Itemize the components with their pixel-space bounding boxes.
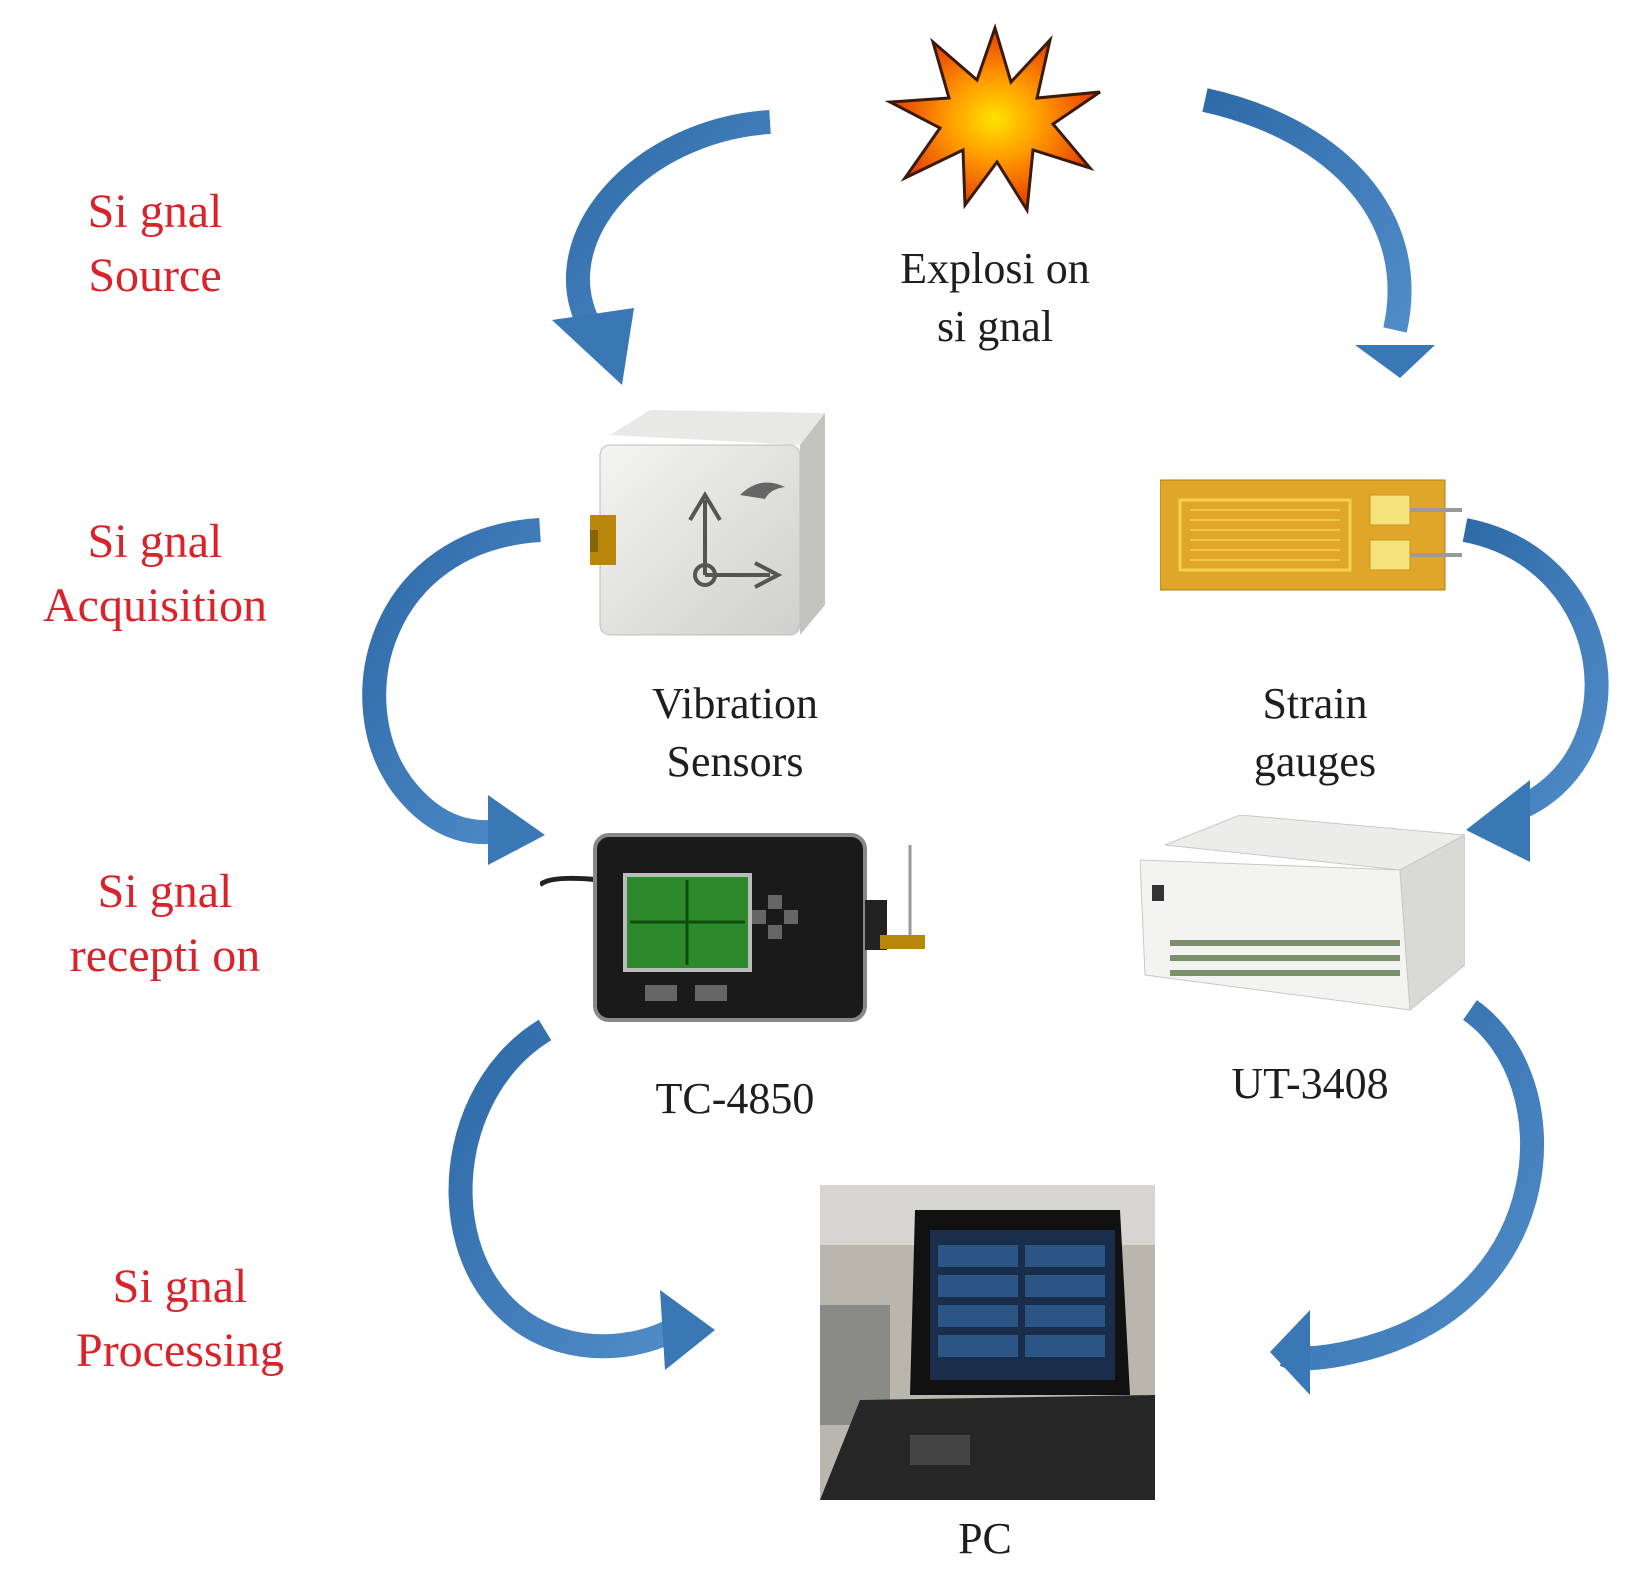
tc4850-label: TC-4850: [655, 1074, 815, 1123]
arrowhead-pc-left: [660, 1290, 715, 1370]
arrow-source-to-strain: [1202, 88, 1412, 333]
arrow-tc4850-to-pc: [448, 1019, 688, 1359]
vibration-sensor-icon: [590, 410, 825, 636]
pc-label: PC: [958, 1514, 1012, 1563]
arrowhead-strain: [1355, 345, 1435, 378]
arrowhead-vibration: [552, 308, 634, 385]
explosion-icon: [885, 23, 1101, 215]
ut3408-device-icon: [1140, 815, 1465, 1011]
arrow-ut3408-to-pc: [1279, 1000, 1544, 1371]
ut3408-label: UT-3408: [1231, 1059, 1389, 1108]
strain-gauges-label: Strain gauges: [1253, 679, 1377, 786]
tc4850-device-icon: [540, 833, 925, 1022]
arrow-vibration-to-tc4850: [362, 518, 541, 845]
vibration-sensors-label: Vibration Sensors: [652, 679, 818, 786]
arrow-strain-to-ut3408: [1462, 518, 1609, 822]
stage-label-acquisition: Si gnal Acquisition: [43, 515, 267, 632]
stage-label-source: Si gnal Source: [87, 185, 223, 302]
arrowhead-pc-right: [1270, 1310, 1310, 1395]
arrowhead-ut3408: [1466, 780, 1530, 862]
stage-label-processing: Si gnal Processing: [76, 1260, 284, 1377]
explosion-label: Explosi on si gnal: [900, 244, 1090, 351]
arrowhead-tc4850: [488, 795, 545, 865]
strain-gauge-icon: [1160, 479, 1462, 591]
pc-laptop-icon: [820, 1185, 1155, 1500]
arrow-source-to-vibration: [566, 110, 771, 336]
stage-label-reception: Si gnal recepti on: [69, 865, 261, 982]
